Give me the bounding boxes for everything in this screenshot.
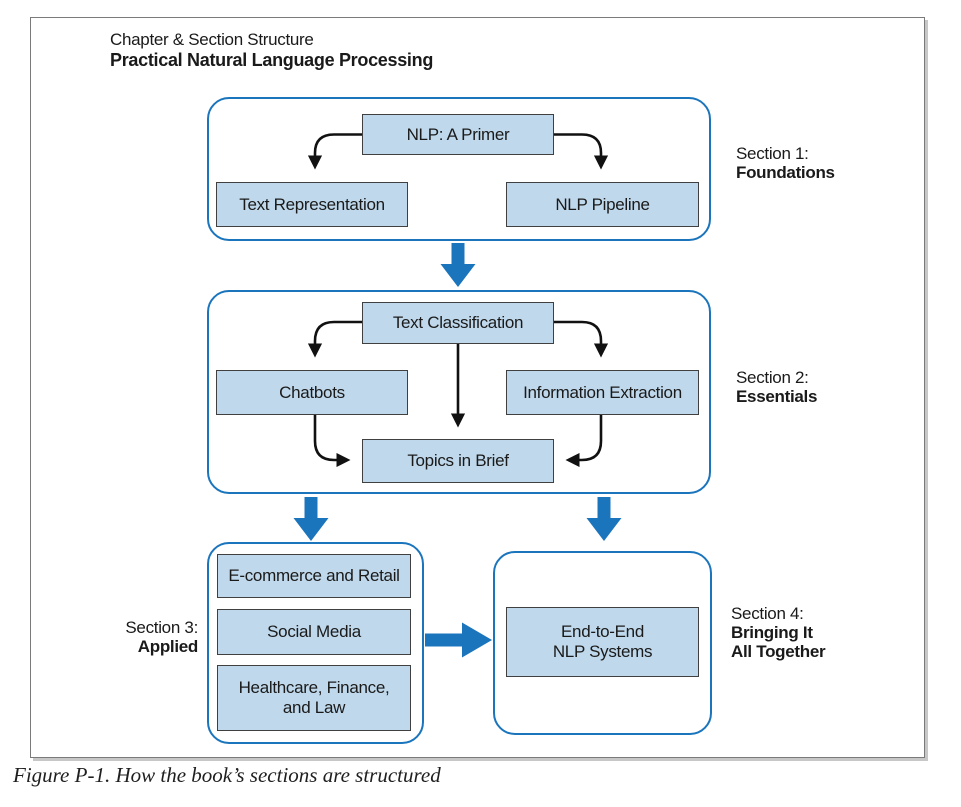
section-1-prefix: Section 1: (736, 144, 809, 163)
node-end-to-end-nlp-systems: End-to-End NLP Systems (506, 607, 699, 677)
figure-caption: Figure P-1. How the book’s sections are … (13, 763, 441, 787)
section-3-label: Section 3: Applied (88, 618, 198, 656)
section-2-container (207, 290, 711, 494)
section-4-label: Section 4: Bringing It All Together (731, 604, 826, 661)
section-3-name: Applied (137, 637, 199, 656)
node-healthcare-line1: Healthcare, Finance, (238, 678, 390, 697)
section-2-prefix: Section 2: (736, 368, 809, 387)
node-end2end-line2: NLP Systems (552, 642, 653, 661)
section-1-container (207, 97, 711, 241)
node-healthcare-finance-law: Healthcare, Finance, and Law (217, 665, 411, 731)
node-information-extraction: Information Extraction (506, 370, 699, 415)
section-4-prefix: Section 4: (731, 604, 804, 623)
node-nlp-pipeline: NLP Pipeline (506, 182, 699, 227)
section-4-container (493, 551, 712, 735)
figure-eyebrow: Chapter & Section Structure (110, 30, 314, 49)
section-4-name-line2: All Together (731, 642, 826, 661)
figure-title: Practical Natural Language Processing (110, 50, 434, 70)
node-chatbots: Chatbots (216, 370, 408, 415)
section-1-name: Foundations (736, 163, 835, 182)
node-healthcare-line2: and Law (282, 698, 346, 717)
node-nlp-a-primer: NLP: A Primer (362, 114, 554, 155)
figure-title-block: Chapter & Section Structure Practical Na… (110, 30, 433, 71)
node-ecommerce-and-retail: E-commerce and Retail (217, 554, 411, 598)
node-text-classification: Text Classification (362, 302, 554, 344)
section-1-label: Section 1: Foundations (736, 144, 835, 182)
section-3-prefix: Section 3: (125, 618, 198, 637)
node-end2end-line1: End-to-End (561, 622, 644, 641)
section-4-name-line1: Bringing It (731, 623, 813, 642)
node-topics-in-brief: Topics in Brief (362, 439, 554, 483)
section-2-label: Section 2: Essentials (736, 368, 817, 406)
node-text-representation: Text Representation (216, 182, 408, 227)
section-3-container (207, 542, 424, 744)
node-social-media: Social Media (217, 609, 411, 655)
section-2-name: Essentials (736, 387, 818, 406)
